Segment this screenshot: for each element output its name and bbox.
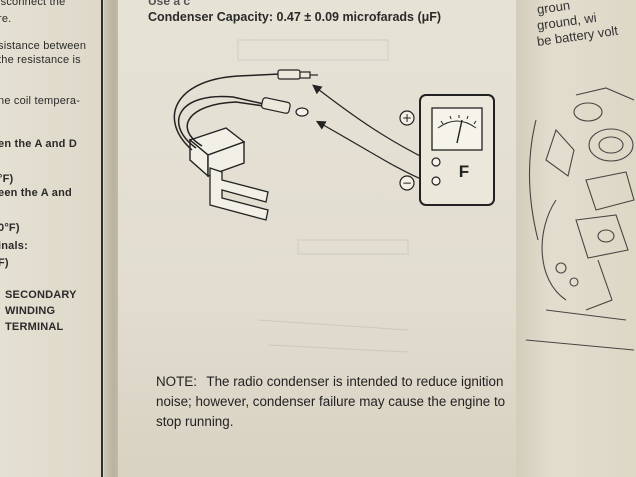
meter-needle [456, 119, 463, 144]
connector-top [277, 69, 318, 80]
mounting-bracket [209, 167, 269, 221]
meter-label: F [459, 162, 469, 181]
left-page-rule [101, 0, 103, 477]
left-text-line: en the A and D [0, 138, 77, 150]
engine-illustration [525, 87, 635, 351]
condenser-test-diagram: + − F [173, 39, 495, 353]
meter-terminals [431, 157, 441, 186]
cut-off-header: Use a c [148, 0, 191, 8]
condenser-leads [173, 73, 281, 151]
left-text-line: re. [0, 13, 12, 25]
left-text-line: TERMINAL [5, 321, 64, 333]
right-page: groun ground, wi be battery volt [516, 0, 636, 477]
note-text: The radio condenser is intended to reduc… [156, 374, 506, 429]
plus-sign: + [402, 111, 412, 125]
condenser-body [188, 127, 246, 178]
left-text-line: isconnect the [0, 0, 66, 8]
left-text-line: inals: [0, 240, 28, 252]
left-page: isconnect the re. sistance between the r… [0, 0, 112, 477]
left-text-line: een the A and [0, 187, 72, 199]
left-text-line: 0°F) [0, 222, 20, 234]
left-text-line: F) [0, 257, 9, 269]
test-leads [312, 84, 429, 183]
left-text-line: the resistance is [0, 54, 81, 66]
connector-bottom [261, 97, 309, 117]
left-text-line: sistance between [0, 40, 87, 52]
left-text-line: °F) [0, 173, 14, 185]
note-paragraph: NOTE: The radio condenser is intended to… [156, 372, 516, 432]
minus-sign: − [402, 176, 412, 190]
note-label: NOTE: [156, 374, 197, 389]
center-page: Use a c Condenser Capacity: 0.47 ± 0.09 … [118, 0, 520, 477]
polarity-symbols [399, 110, 415, 191]
page-heading: Condenser Capacity: 0.47 ± 0.09 microfar… [148, 10, 442, 24]
meter-display [431, 107, 483, 151]
left-text-line: WINDING [5, 305, 56, 317]
left-text-line: ne coil tempera- [0, 95, 81, 107]
left-text-line: SECONDARY [5, 289, 77, 301]
